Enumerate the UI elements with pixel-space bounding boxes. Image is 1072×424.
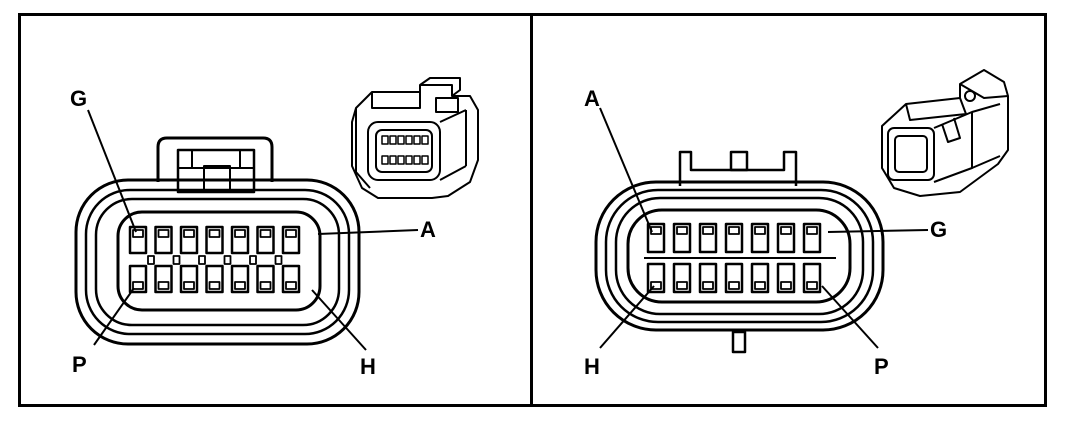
left-connector-face — [74, 136, 361, 346]
left-cavity-bottom — [256, 264, 275, 294]
left-cavity-top — [128, 225, 148, 255]
left-cavity-bottom — [154, 264, 173, 294]
right-cavity-top — [698, 222, 718, 254]
left-cavity-bottom — [205, 264, 224, 294]
right-pin-label-p: P — [874, 354, 889, 379]
left-cavity-top — [281, 225, 301, 255]
right-cavity-top — [750, 222, 770, 254]
left-cavity-bottom — [281, 264, 301, 294]
right-cavity-top — [802, 222, 822, 254]
left-cavity-top — [205, 225, 224, 255]
left-cavity-key — [274, 255, 283, 265]
left-cavity-top — [179, 225, 199, 255]
right-cavity-top — [672, 222, 692, 254]
left-pin-label-p: P — [72, 352, 87, 377]
right-connector-cavities — [644, 222, 836, 294]
left-cavity-key — [249, 255, 257, 265]
right-pin-label-g: G — [930, 217, 948, 242]
right-cavity-bottom — [646, 262, 666, 294]
left-cavity-key — [172, 255, 181, 265]
right-cavity-bottom — [776, 262, 796, 294]
right-connector-3d-icon — [881, 69, 1009, 197]
right-cavity-bottom — [698, 262, 718, 294]
right-cavity-bottom — [750, 262, 770, 294]
right-cavity-bottom — [802, 262, 822, 294]
left-cavity-top — [230, 225, 250, 255]
left-cavity-key — [198, 255, 206, 265]
right-cavity-top — [724, 222, 744, 254]
left-cavity-top — [154, 225, 173, 255]
left-pin-label-a: A — [420, 217, 436, 242]
left-cavity-bottom — [128, 264, 148, 294]
left-cavity-bottom — [179, 264, 199, 294]
left-cavity-top — [256, 225, 275, 255]
left-connector-cavities — [128, 225, 301, 294]
panel-divider — [530, 13, 533, 407]
left-connector-3d-icon — [351, 77, 479, 199]
right-leader-lines — [599, 107, 929, 349]
left-cavity-key — [147, 255, 155, 265]
right-pin-label-a: A — [584, 86, 600, 111]
left-cavity-bottom — [230, 264, 250, 294]
left-pin-label-g: G — [70, 86, 88, 111]
right-cavity-bottom — [724, 262, 744, 294]
right-connector-face — [594, 150, 885, 354]
left-cavity-key — [223, 255, 232, 265]
right-cavity-top — [776, 222, 796, 254]
left-pin-label-h: H — [360, 354, 376, 379]
right-cavity-bottom — [672, 262, 692, 294]
right-pin-label-h: H — [584, 354, 600, 379]
left-leader-lines — [87, 109, 419, 351]
